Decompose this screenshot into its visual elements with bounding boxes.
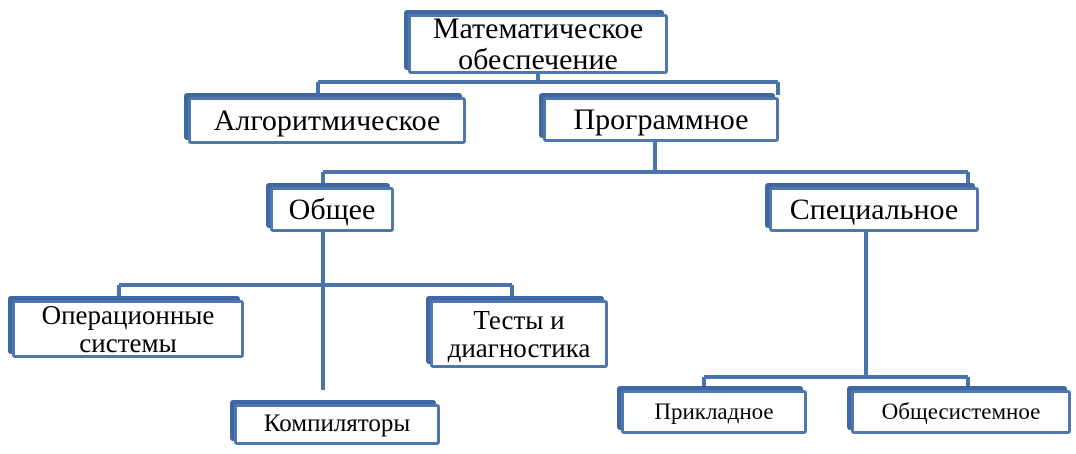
node-math-support-label: Математическое обеспечение [432,11,644,76]
node-system-label: Общесистемное [881,398,1041,424]
node-software-label: Программное [573,102,749,136]
node-special-label: Специальное [789,192,959,226]
node-compilers: Компиляторы [234,404,440,445]
node-general: Общее [270,187,394,232]
node-math-support: Математическое обеспечение [408,11,668,76]
node-tests-diagnostics-label: Тесты и диагностика [447,304,591,363]
node-applied: Прикладное [621,390,807,434]
node-system: Общесистемное [851,390,1071,434]
node-special: Специальное [769,187,979,232]
node-algorithmic: Алгоритмическое [188,97,466,144]
node-applied-label: Прикладное [654,398,774,424]
node-operating-systems-label: Операционные системы [41,299,215,358]
node-operating-systems: Операционные системы [12,300,244,358]
node-algorithmic-label: Алгоритмическое [213,103,441,137]
node-tests-diagnostics: Тесты и диагностика [430,300,608,368]
node-software: Программное [543,97,779,142]
node-general-label: Общее [288,192,376,226]
node-compilers-label: Компиляторы [263,410,411,438]
